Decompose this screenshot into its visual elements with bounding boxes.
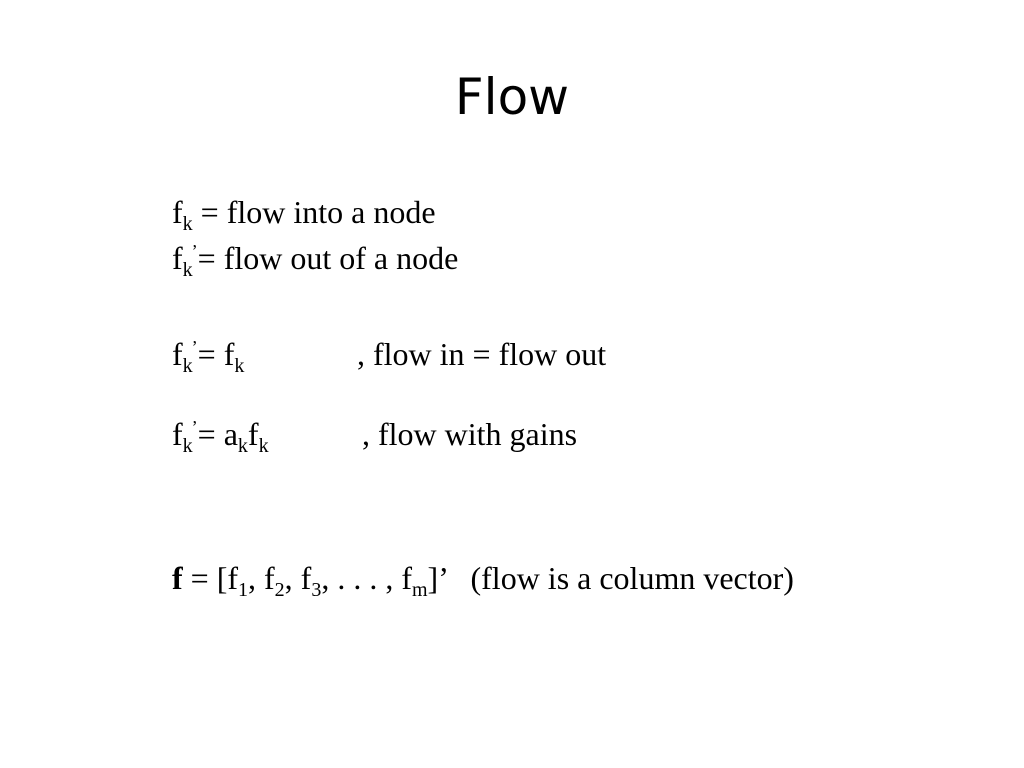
flow-vector-definition: f = [f1, f2, f3, . . . , fm]’ (flow is a… <box>172 558 794 601</box>
equals-a: = a <box>197 416 238 452</box>
subscript-k: k <box>182 435 193 457</box>
symbol-f: f <box>172 194 183 230</box>
definition-flow-in: fk = flow into a node <box>172 192 436 235</box>
subscript-k: k <box>237 435 248 457</box>
vector-open: = [f <box>182 560 239 596</box>
vector-sep: , f <box>284 560 312 596</box>
subscript-2: 2 <box>274 579 285 601</box>
subscript-k: k <box>182 355 193 377</box>
definition-text: = flow into a node <box>192 194 436 230</box>
equals-f: = f <box>197 336 235 372</box>
definition-flow-out: fk’= flow out of a node <box>172 238 459 281</box>
vector-symbol-f: f <box>172 560 183 596</box>
symbol-f: f <box>172 336 183 372</box>
slide-title: Flow <box>454 68 570 126</box>
conservation-description: , flow in = flow out <box>357 336 607 372</box>
symbol-f: f <box>172 416 183 452</box>
subscript-k: k <box>182 259 193 281</box>
vector-ellipsis: , . . . , f <box>321 560 412 596</box>
vector-sep: , f <box>248 560 275 596</box>
definition-text: = flow out of a node <box>197 240 459 276</box>
subscript-3: 3 <box>311 579 322 601</box>
gains-description: , flow with gains <box>362 416 578 452</box>
prime-mark: ’ <box>191 337 198 357</box>
symbol-f: f <box>172 240 183 276</box>
equation-gains: fk’= akfk <box>172 414 269 457</box>
subscript-1: 1 <box>238 579 249 601</box>
vector-description: (flow is a column vector) <box>446 560 794 596</box>
prime-mark: ’ <box>191 417 198 437</box>
subscript-k: k <box>258 435 269 457</box>
subscript-m: m <box>411 579 428 601</box>
equation-conservation: fk’= fk <box>172 334 245 377</box>
symbol-f: f <box>247 416 259 452</box>
subscript-k: k <box>182 213 193 235</box>
prime-mark: ’ <box>191 241 198 261</box>
subscript-k: k <box>234 355 245 377</box>
vector-close: ]’ <box>427 560 447 596</box>
